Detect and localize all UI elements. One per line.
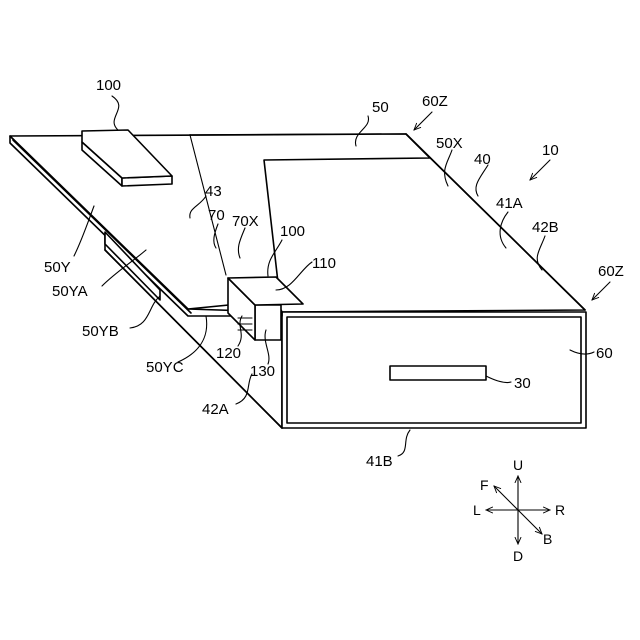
ref-41B: 41B: [366, 453, 393, 470]
ref-130: 130: [250, 363, 275, 380]
ref-50X: 50X: [436, 135, 463, 152]
housing-front-panel: [282, 312, 586, 428]
connector-130: [255, 305, 281, 340]
axis-label-front: F: [480, 477, 489, 493]
ref-43: 43: [205, 183, 222, 200]
ref-50: 50: [372, 99, 389, 116]
leader-100-top: [112, 96, 119, 130]
ref-50YA: 50YA: [52, 283, 88, 300]
ref-100-mid: 100: [280, 223, 305, 240]
ref-50YB: 50YB: [82, 323, 119, 340]
ref-70: 70: [208, 207, 225, 224]
ref-42A: 42A: [202, 401, 229, 418]
leader-42B: [537, 236, 545, 270]
orientation-indicator: U D L R F B: [473, 457, 565, 564]
ref-41A: 41A: [496, 195, 523, 212]
ref-60Z-right: 60Z: [598, 263, 624, 280]
ref-60: 60: [596, 345, 613, 362]
leader-40: [476, 165, 488, 196]
ref-50Y: 50Y: [44, 259, 71, 276]
axis-label-right: R: [555, 502, 565, 518]
arrow-10: [530, 160, 550, 180]
axis-label-back: B: [543, 531, 552, 547]
axis-label-down: D: [513, 548, 523, 564]
ref-120: 120: [216, 345, 241, 362]
ref-42B: 42B: [532, 219, 559, 236]
ref-30: 30: [514, 375, 531, 392]
ref-50YC: 50YC: [146, 359, 184, 376]
leader-41B: [398, 430, 410, 456]
ref-100-top: 100: [96, 77, 121, 94]
ref-110: 110: [312, 255, 336, 272]
ref-60Z-top: 60Z: [422, 93, 448, 110]
leader-50YB: [130, 296, 160, 328]
ref-40: 40: [474, 151, 491, 168]
axis-label-up: U: [513, 457, 523, 473]
axis-front-arrow: [494, 486, 518, 510]
arrow-60Z-right: [592, 282, 610, 300]
axis-label-left: L: [473, 502, 481, 518]
ref-10: 10: [542, 142, 559, 159]
axis-back-arrow: [518, 510, 542, 534]
ref-70X: 70X: [232, 213, 259, 230]
arrow-60Z-top: [414, 112, 432, 130]
